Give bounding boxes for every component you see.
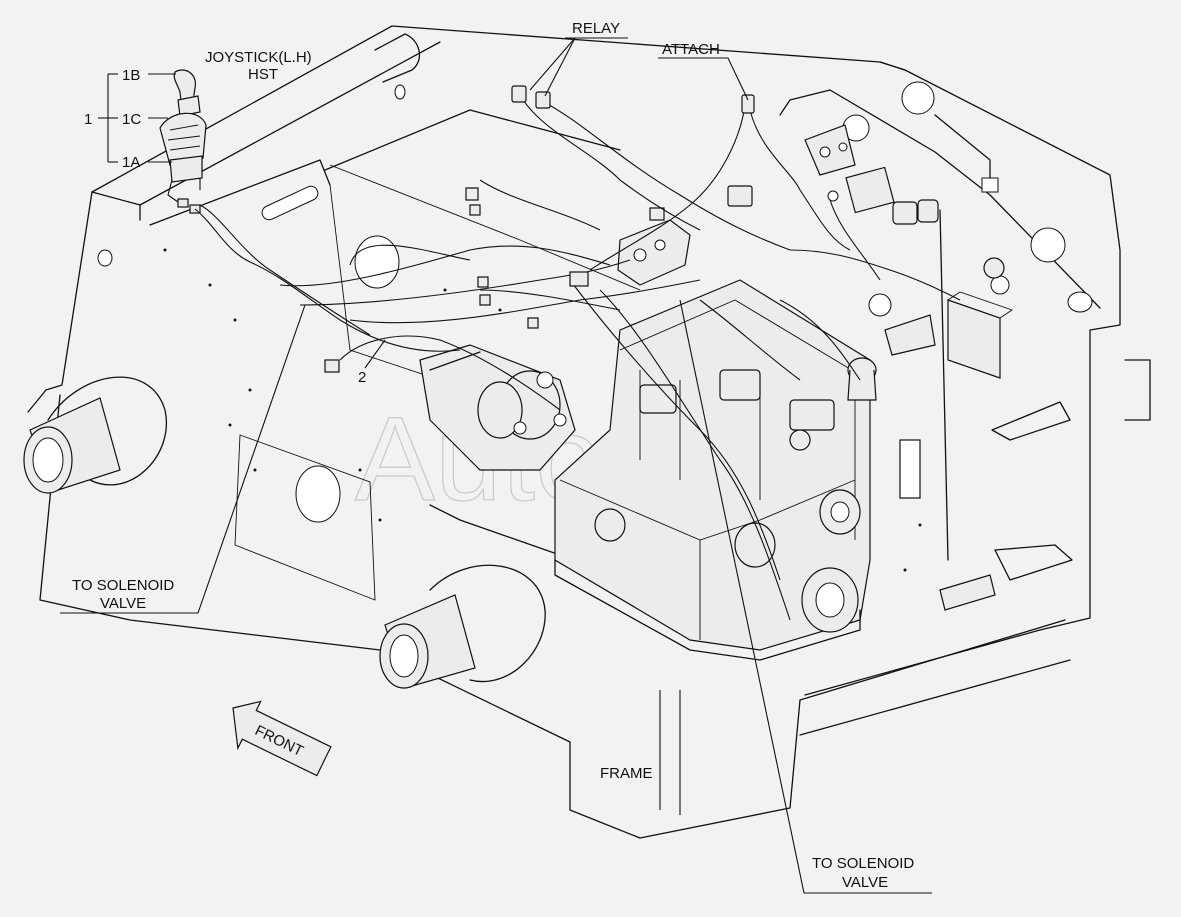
hst-pump <box>419 344 576 471</box>
part-2-label: 2 <box>358 369 366 386</box>
part-1c-label: 1C <box>122 111 141 128</box>
part-1b-label: 1B <box>122 67 140 84</box>
solenoid-bottom-line2: VALVE <box>842 874 888 891</box>
solenoid-left-line1: TO SOLENOID <box>72 577 174 594</box>
solenoid-left-line2: VALVE <box>100 595 146 612</box>
wire-harness <box>194 94 961 621</box>
solenoid-bottom-line1: TO SOLENOID <box>812 855 914 872</box>
engine-assembly <box>554 279 877 661</box>
joystick-lh <box>159 69 207 214</box>
joystick-label-line2: HST <box>248 66 278 83</box>
part-1a-label: 1A <box>122 154 140 171</box>
leader-lines <box>60 37 932 894</box>
attach-label: ATTACH <box>662 41 720 58</box>
left-rear-axle-hub <box>23 376 168 494</box>
left-front-axle-hub <box>379 564 546 689</box>
part-1-label: 1 <box>84 111 92 128</box>
joystick-label-line1: JOYSTICK(L.H) <box>205 49 312 66</box>
control-valve-block <box>617 207 691 286</box>
frame-label: FRAME <box>600 765 653 782</box>
connectors <box>324 85 755 373</box>
front-direction-arrow: FRONT <box>232 700 332 777</box>
relay-label: RELAY <box>572 20 620 37</box>
right-valve-parts <box>804 124 1005 356</box>
